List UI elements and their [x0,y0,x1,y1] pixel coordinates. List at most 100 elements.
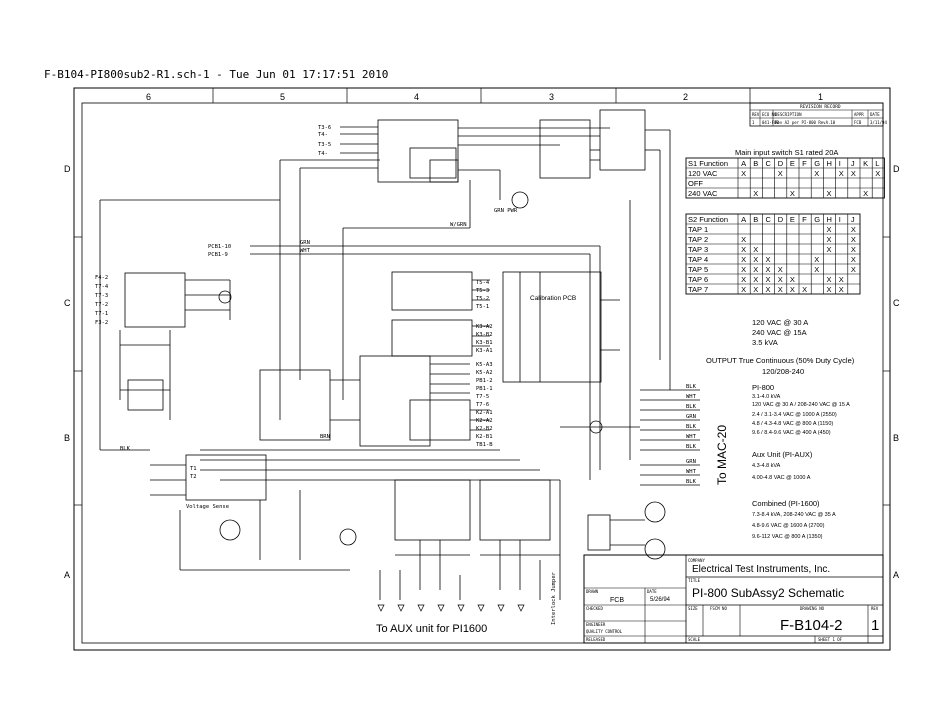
revision-number: 1 [871,617,879,634]
table-header: J [851,215,855,224]
title-block [583,554,884,644]
fuse-label: T7-4 [95,284,109,290]
wire-label: GRN [300,240,310,246]
zone-row-label: C [64,298,71,308]
table-cell: X [753,285,758,294]
revision-title: REVISION RECORD [800,104,841,110]
table-cell: X [851,235,856,244]
grn-pwr-label: GRN PWR [494,208,518,214]
table-cell: X [753,245,758,254]
table-cell: X [827,189,832,198]
revision-cell: 1 [752,120,755,125]
terminal-label: K3-A1 [476,348,493,354]
table-header: B [753,215,758,224]
pi800-line: 4.8 / 4.3-4.8 VAC @ 800 A (1150) [752,421,833,427]
table-cell: X [827,285,832,294]
zone-row-label: D [893,164,900,174]
table-cell: X [814,255,819,264]
terminal-label: T4- [318,151,328,157]
table-header: G [814,215,820,224]
mac-wire-label: BLK [686,384,697,390]
table-header: C [766,159,772,168]
company-label: COMPANY [688,558,705,563]
table-cell: X [827,245,832,254]
zone-row-label: C [893,298,900,308]
rating-line: 240 VAC @ 15A [752,328,807,337]
title-block-text: COMPANY Electrical Test Instruments, Inc… [586,558,879,642]
pi800-line: 3.1-4.0 kVA [752,394,781,400]
table-row-label: TAP 2 [688,235,708,244]
fuse-label: T7-2 [95,302,108,308]
terminal-label: PB1-1 [476,386,493,392]
aux-arrows [377,604,525,612]
revision-cell: 041-F0B [762,120,779,125]
zone-ticks [74,88,890,506]
calibration-pcb-label: Calibration PCB [530,295,576,302]
table-header: K [863,159,868,168]
terminal-label: T4- [318,132,328,138]
table-header: I [839,159,841,168]
table-cell: X [753,189,758,198]
table-header: B [753,159,758,168]
revision-cell: 3/11/94 [870,120,887,125]
mac-wire-label: WHT [686,394,697,400]
terminal-label: T3-5 [318,142,331,148]
aux-line: 4.00-4.8 VAC @ 1000 A [752,475,811,481]
table-cell: X [814,169,819,178]
sheet-border [73,87,891,651]
mac-wire-label: GRN [686,459,696,465]
aux-title: Aux Unit (PI-AUX) [752,450,813,459]
table-cell: X [778,169,783,178]
transformer-label: T1 [190,466,197,472]
approval-row: ENGINEER [586,622,606,627]
table-cell: X [766,265,771,274]
table-header: S2 Function [688,215,728,224]
zone-row-label: A [893,570,899,580]
terminal-label: K3-A2 [476,324,493,330]
combined-block: Combined (PI-1600) 7.3-8.4 kVA, 208-240 … [752,499,836,540]
drawing-title: PI-800 SubAssy2 Schematic [692,586,844,600]
terminal-label: PB1-2 [476,378,493,384]
table-cell: X [753,275,758,284]
wire-label: BRN [320,434,330,440]
terminal-label: K2-A1 [476,410,493,416]
terminal-label: T5-4 [476,280,490,286]
terminal-label: T7-5 [476,394,489,400]
mac-wire-label: BLK [686,479,697,485]
approval-row: RELEASED [586,637,606,642]
pi800-line: 120 VAC @ 30 A / 208-240 VAC @ 15 A [752,402,850,408]
fuse-label: F3-2 [95,320,108,326]
table-row-label: TAP 4 [688,255,708,264]
table-header: G [814,159,820,168]
mac-wire-label: BLK [686,424,697,430]
terminal-label: T5-1 [476,304,489,310]
zone-row-label: B [893,433,899,443]
table-header: A [741,159,746,168]
table-cell: X [741,285,746,294]
rating-line: 120 VAC @ 30 A [752,318,808,327]
zone-column-label: 5 [280,92,285,102]
terminal-label: K2-B2 [476,426,493,432]
table-header: D [778,159,784,168]
mac-wire-label: BLK [686,404,697,410]
rev-label: REV [871,606,879,611]
zone-column-label: 6 [146,92,151,102]
table-cell: X [851,255,856,264]
approval-row: QUALITY CONTROL [586,629,623,634]
table-row-label: 240 VAC [688,189,718,198]
table-header: H [827,159,832,168]
wire-label: W/GRN [450,222,467,228]
terminal-label: TB1-B [476,442,493,448]
terminal-label: T5-2 [476,296,489,302]
zone-column-label: 4 [414,92,419,102]
ratings-block: 120 VAC @ 30 A 240 VAC @ 15A 3.5 kVA OUT… [706,318,855,376]
table-header: S1 Function [688,159,728,168]
table-cell: X [741,265,746,274]
interlock-label: Interlock Jumper [551,571,557,625]
table-cell: X [790,285,795,294]
terminal-label: T3-6 [318,125,331,131]
pi800-line: 2.4 / 3.1-3.4 VAC @ 1000 A (2550) [752,412,837,418]
combined-line: 4.8-9.6 VAC @ 1600 A (2700) [752,523,825,529]
